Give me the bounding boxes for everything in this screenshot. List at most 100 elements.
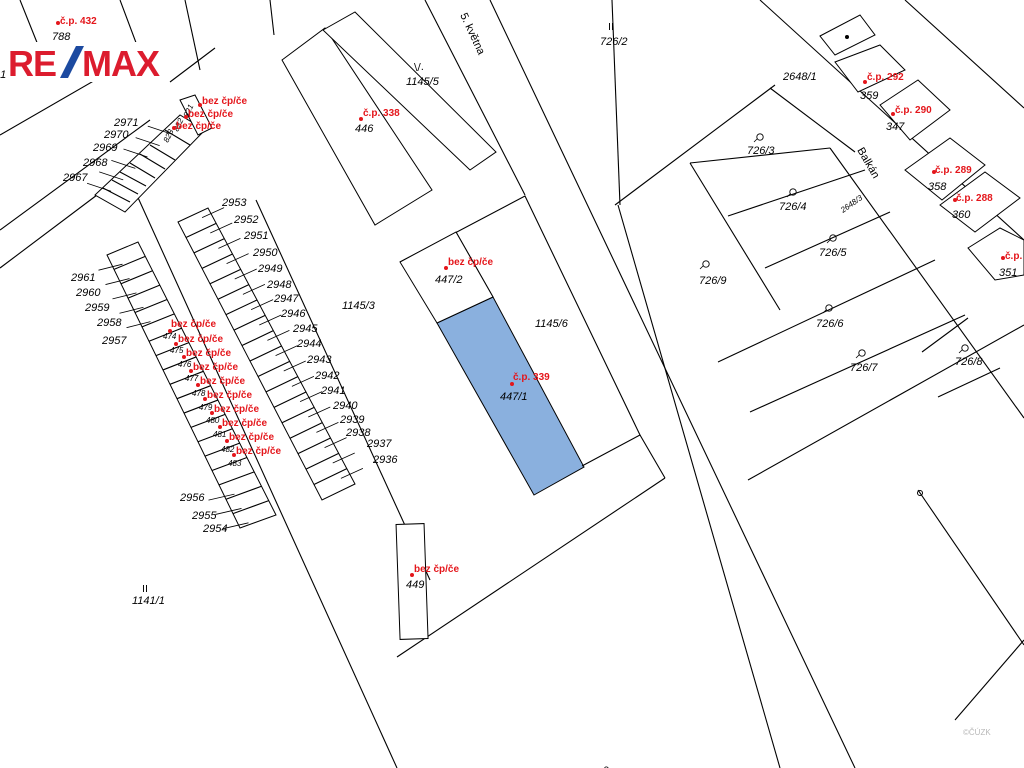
parcel-2971: 2971 bbox=[113, 117, 138, 129]
parcel-2955: 2955 bbox=[191, 510, 217, 522]
parcel-1145-5: 1145/5 bbox=[406, 76, 440, 88]
parcel-2940: 2940 bbox=[332, 400, 358, 412]
strip-divider bbox=[241, 330, 274, 347]
parcel-476: 476 bbox=[178, 360, 192, 369]
no-number-label: bez čp/če bbox=[202, 96, 247, 107]
parcel-478: 478 bbox=[192, 389, 206, 398]
no-number-label: bez čp/če bbox=[200, 376, 245, 387]
parcel-arrow bbox=[283, 360, 306, 372]
parcel-arrow bbox=[98, 263, 123, 271]
parcel-2959: 2959 bbox=[84, 302, 109, 314]
parcel-arrow bbox=[210, 222, 233, 234]
parcel-arrow bbox=[324, 437, 347, 449]
garden-symbol: \/. bbox=[414, 62, 424, 73]
garden-symbol bbox=[825, 304, 833, 312]
parcel-arrow bbox=[147, 125, 172, 135]
strip-divider bbox=[134, 298, 168, 313]
logo-slash bbox=[60, 46, 84, 78]
parcel-726-3: 726/3 bbox=[747, 145, 775, 157]
strip-divider bbox=[193, 238, 225, 254]
parcel-477: 477 bbox=[185, 374, 199, 383]
no-number-label: bez čp/če bbox=[178, 334, 223, 345]
parcel-2950: 2950 bbox=[252, 247, 278, 259]
parcel-arrow bbox=[259, 314, 282, 326]
strip-divider bbox=[155, 342, 190, 357]
no-number-label: bez čp/če bbox=[222, 418, 267, 429]
strip-divider bbox=[162, 356, 197, 371]
parcel-449: 449 bbox=[406, 579, 424, 591]
parcel-1141-1: 1141/1 bbox=[132, 595, 165, 607]
parcel-2944: 2944 bbox=[296, 338, 321, 350]
street-label-5-kvetna: 5. května bbox=[457, 11, 487, 57]
building-small-nw bbox=[819, 14, 876, 56]
building-446 bbox=[281, 27, 433, 226]
parcel-726-2: 726/2 bbox=[600, 36, 628, 48]
parcel-359: 359 bbox=[860, 90, 878, 102]
parcel-arrow bbox=[222, 522, 249, 530]
parcel-2939: 2939 bbox=[339, 414, 364, 426]
parcel-numbers: 788 412 2971 2970 2969 2968 2967 823 822… bbox=[0, 31, 1017, 607]
garden-symbol bbox=[829, 234, 837, 242]
garden-symbol-stem bbox=[753, 138, 758, 143]
no-number-label: bez čp/če bbox=[186, 348, 231, 359]
parcel-2961: 2961 bbox=[70, 272, 95, 284]
garden-symbol-stem bbox=[826, 239, 831, 244]
parcel-arrow bbox=[291, 375, 315, 387]
survey-point-marker bbox=[845, 35, 849, 39]
strip-divider bbox=[113, 255, 146, 270]
arable-land-symbol: II bbox=[142, 584, 148, 595]
cp-label-339: č.p. 339 bbox=[513, 372, 550, 383]
buildings bbox=[281, 11, 1024, 640]
strip-divider bbox=[281, 406, 315, 424]
strip-divider bbox=[297, 437, 331, 455]
parcel-arrow bbox=[332, 452, 355, 464]
cp-label-292: č.p. 292 bbox=[867, 72, 904, 83]
strip-divider bbox=[183, 399, 219, 414]
building-447-2 bbox=[399, 231, 494, 324]
parcel-351: 351 bbox=[999, 267, 1017, 279]
cp-label-338: č.p. 338 bbox=[363, 108, 400, 119]
building-360 bbox=[939, 171, 1021, 233]
building-351 bbox=[967, 227, 1024, 281]
cp-label-partial: č.p. bbox=[1005, 251, 1022, 262]
parcel-arrow bbox=[126, 321, 151, 329]
parcel-arrow bbox=[275, 345, 298, 357]
no-number-label: bez čp/če bbox=[236, 446, 281, 457]
parcel-arrow bbox=[218, 237, 241, 249]
parcel-726-8: 726/8 bbox=[955, 356, 983, 368]
parcel-arrow bbox=[340, 467, 364, 479]
strip-divider bbox=[265, 376, 299, 393]
parcel-arrow bbox=[215, 508, 242, 515]
parcel-788: 788 bbox=[52, 31, 71, 43]
parcel-2943: 2943 bbox=[306, 354, 332, 366]
parcel-480: 480 bbox=[206, 416, 220, 425]
parcel-arrow bbox=[86, 182, 112, 192]
strip-divider bbox=[289, 422, 323, 439]
parcel-474: 474 bbox=[163, 332, 177, 341]
parcel-2946: 2946 bbox=[280, 308, 306, 320]
strip-divider bbox=[225, 299, 258, 316]
parcel-481: 481 bbox=[213, 430, 226, 439]
strip-divider bbox=[225, 485, 262, 500]
parcel-347: 347 bbox=[886, 121, 905, 133]
strip-divider bbox=[249, 345, 282, 362]
garden-symbol bbox=[789, 188, 797, 196]
parcel-2956: 2956 bbox=[179, 492, 205, 504]
parcel-475: 475 bbox=[170, 346, 184, 355]
left-strip-dividers bbox=[113, 255, 269, 515]
parcel-358: 358 bbox=[928, 181, 947, 193]
parcel-2958: 2958 bbox=[96, 317, 122, 329]
parcel-arrow bbox=[201, 207, 225, 219]
map-symbol-bottom: ρ bbox=[603, 764, 609, 768]
garden-symbol-stem bbox=[822, 309, 827, 314]
parcel-2936: 2936 bbox=[372, 454, 398, 466]
parcel-2938: 2938 bbox=[345, 427, 371, 439]
strip-divider bbox=[185, 222, 217, 238]
building-358 bbox=[904, 137, 986, 201]
no-number-label: bez čp/če bbox=[176, 121, 221, 132]
parcel-2968: 2968 bbox=[82, 157, 108, 169]
parcel-447-1: 447/1 bbox=[500, 391, 528, 403]
garden-symbol bbox=[702, 260, 710, 268]
arable-land-symbol: II bbox=[608, 22, 614, 33]
